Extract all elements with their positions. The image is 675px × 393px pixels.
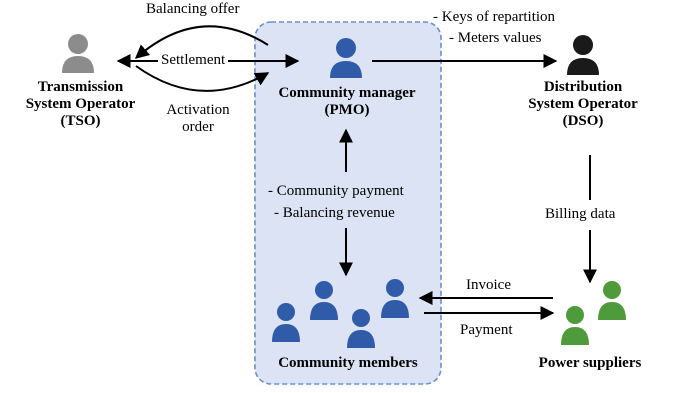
- dso-label-line3: (DSO): [562, 113, 604, 129]
- billing-data-label: Billing data: [545, 206, 616, 222]
- activation-order-arrow: [135, 65, 270, 92]
- meters-values-label: - Meters values: [449, 30, 542, 46]
- activation-order-label: Activation order: [157, 102, 239, 136]
- pmo-person-icon: [330, 38, 362, 78]
- tso-label-line2: System Operator: [25, 96, 136, 112]
- tso-label: Transmission System Operator (TSO): [18, 79, 143, 130]
- balancing-offer-label: Balancing offer: [146, 1, 240, 17]
- tso-label-line3: (TSO): [60, 113, 101, 129]
- community-payment-label: - Community payment: [268, 183, 404, 199]
- dso-label: Distribution System Operator (DSO): [518, 79, 648, 130]
- pmo-label: Community manager (PMO): [262, 85, 432, 119]
- tso-label-line1: Transmission: [37, 79, 124, 95]
- pmo-label-line1: Community manager: [278, 85, 416, 101]
- dso-label-line2: System Operator: [528, 96, 638, 112]
- dso-person-icon: [567, 35, 599, 75]
- keys-of-repartition-label: - Keys of repartition: [433, 9, 556, 25]
- activation-label-line2: order: [182, 119, 214, 135]
- members-label: Community members: [278, 355, 418, 371]
- members-group-icon: [272, 279, 409, 348]
- payment-label: Payment: [460, 322, 513, 338]
- suppliers-group-icon: [561, 281, 626, 345]
- pmo-label-line2: (PMO): [324, 102, 370, 118]
- tso-person-icon: [62, 34, 94, 73]
- settlement-label: Settlement: [158, 52, 229, 69]
- activation-label-line1: Activation: [166, 102, 230, 118]
- suppliers-label: Power suppliers: [538, 355, 642, 371]
- dso-label-line1: Distribution: [543, 79, 623, 95]
- balancing-revenue-label: - Balancing revenue: [274, 205, 395, 221]
- balancing-offer-arrow: [134, 25, 269, 59]
- invoice-label: Invoice: [466, 277, 511, 293]
